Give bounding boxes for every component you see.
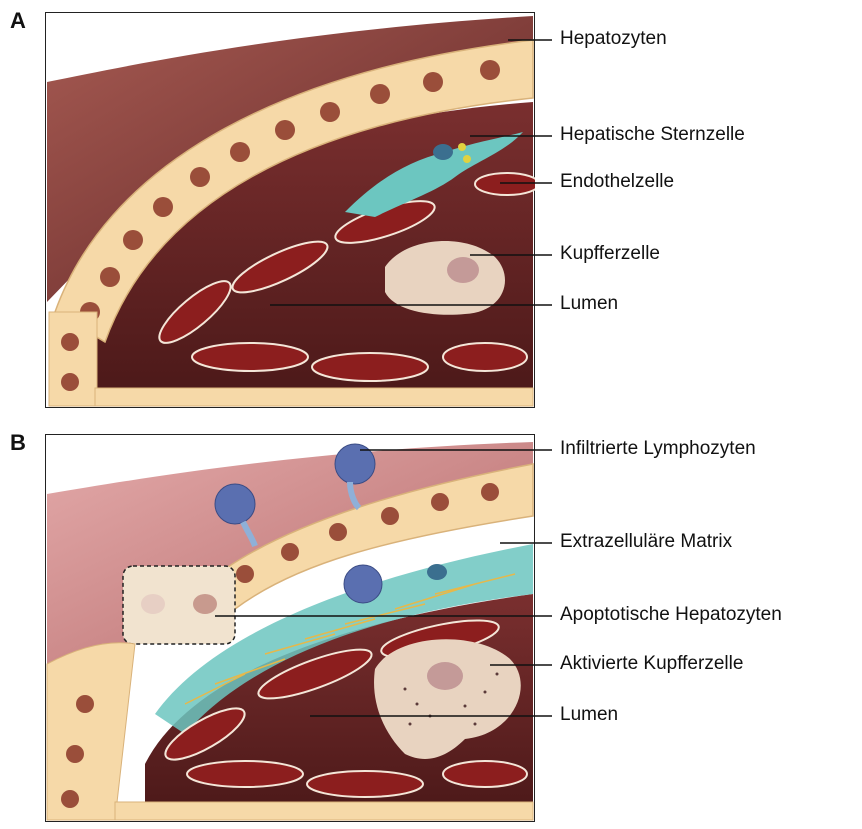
label-kupfferzelle: Kupfferzelle [560, 243, 660, 265]
label-hepatische-sternzelle: Hepatische Sternzelle [560, 124, 745, 146]
label-lumen-a: Lumen [560, 293, 618, 315]
label-hepatozyten: Hepatozyten [560, 28, 667, 50]
label-apoptotische-hepatozyten: Apoptotische Hepatozyten [560, 604, 782, 626]
label-infiltrierte-lymphozyten: Infiltrierte Lymphozyten [560, 438, 756, 460]
label-aktivierte-kupfferzelle: Aktivierte Kupfferzelle [560, 653, 743, 675]
label-lumen-b: Lumen [560, 704, 618, 726]
label-extrazellulaere-matrix: Extrazelluläre Matrix [560, 531, 732, 553]
label-endothelzelle: Endothelzelle [560, 171, 674, 193]
